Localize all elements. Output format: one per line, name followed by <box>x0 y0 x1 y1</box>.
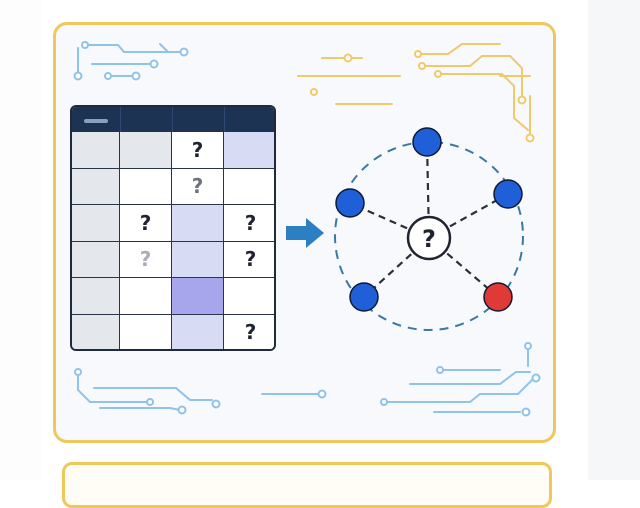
table-cell <box>120 314 172 349</box>
circuit-decorations <box>73 41 541 417</box>
table-cell <box>224 168 274 205</box>
table-cell <box>72 168 120 205</box>
table-cell <box>120 278 172 315</box>
table-cell <box>172 314 224 349</box>
table-cell <box>224 278 274 315</box>
node-lower-left <box>349 282 379 312</box>
table-cell <box>172 241 224 278</box>
node-top <box>412 127 442 157</box>
header-label-mark <box>84 119 108 123</box>
table-cell <box>172 205 224 242</box>
table-cell <box>72 132 120 169</box>
table-cell: ? <box>224 241 274 278</box>
table-cell: ? <box>224 205 274 242</box>
circuit-top-left <box>77 43 181 77</box>
center-node <box>406 215 452 261</box>
node-lower-right <box>483 282 513 312</box>
network-nodes <box>335 127 523 312</box>
table-cell: ? <box>172 132 224 169</box>
node-upper-right <box>493 179 523 209</box>
table-cell: ? <box>120 241 172 278</box>
right-arrow-icon <box>286 218 324 248</box>
network-graph: ? <box>334 127 524 331</box>
table-cell <box>72 241 120 278</box>
table-cell <box>120 168 172 205</box>
table-header <box>72 107 274 132</box>
table-cell <box>72 205 120 242</box>
circuit-bottom-right <box>385 347 533 413</box>
table-body: ??????? <box>72 132 274 349</box>
table-cell: ? <box>224 314 274 349</box>
table-cell <box>224 132 274 169</box>
table-cell: ? <box>172 168 224 205</box>
node-upper-left <box>335 188 365 218</box>
network-ring <box>334 141 524 331</box>
circuit-bottom-left <box>77 373 321 411</box>
table-cell <box>72 278 120 315</box>
data-table: ??????? <box>70 105 276 351</box>
center-node-label: ? <box>422 225 436 253</box>
table-cell <box>72 314 120 349</box>
circuit-top-right <box>297 43 531 137</box>
right-margin <box>588 0 640 480</box>
table-cell <box>172 278 224 315</box>
table-cell: ? <box>120 205 172 242</box>
left-margin <box>0 0 42 480</box>
table-cell <box>120 132 172 169</box>
